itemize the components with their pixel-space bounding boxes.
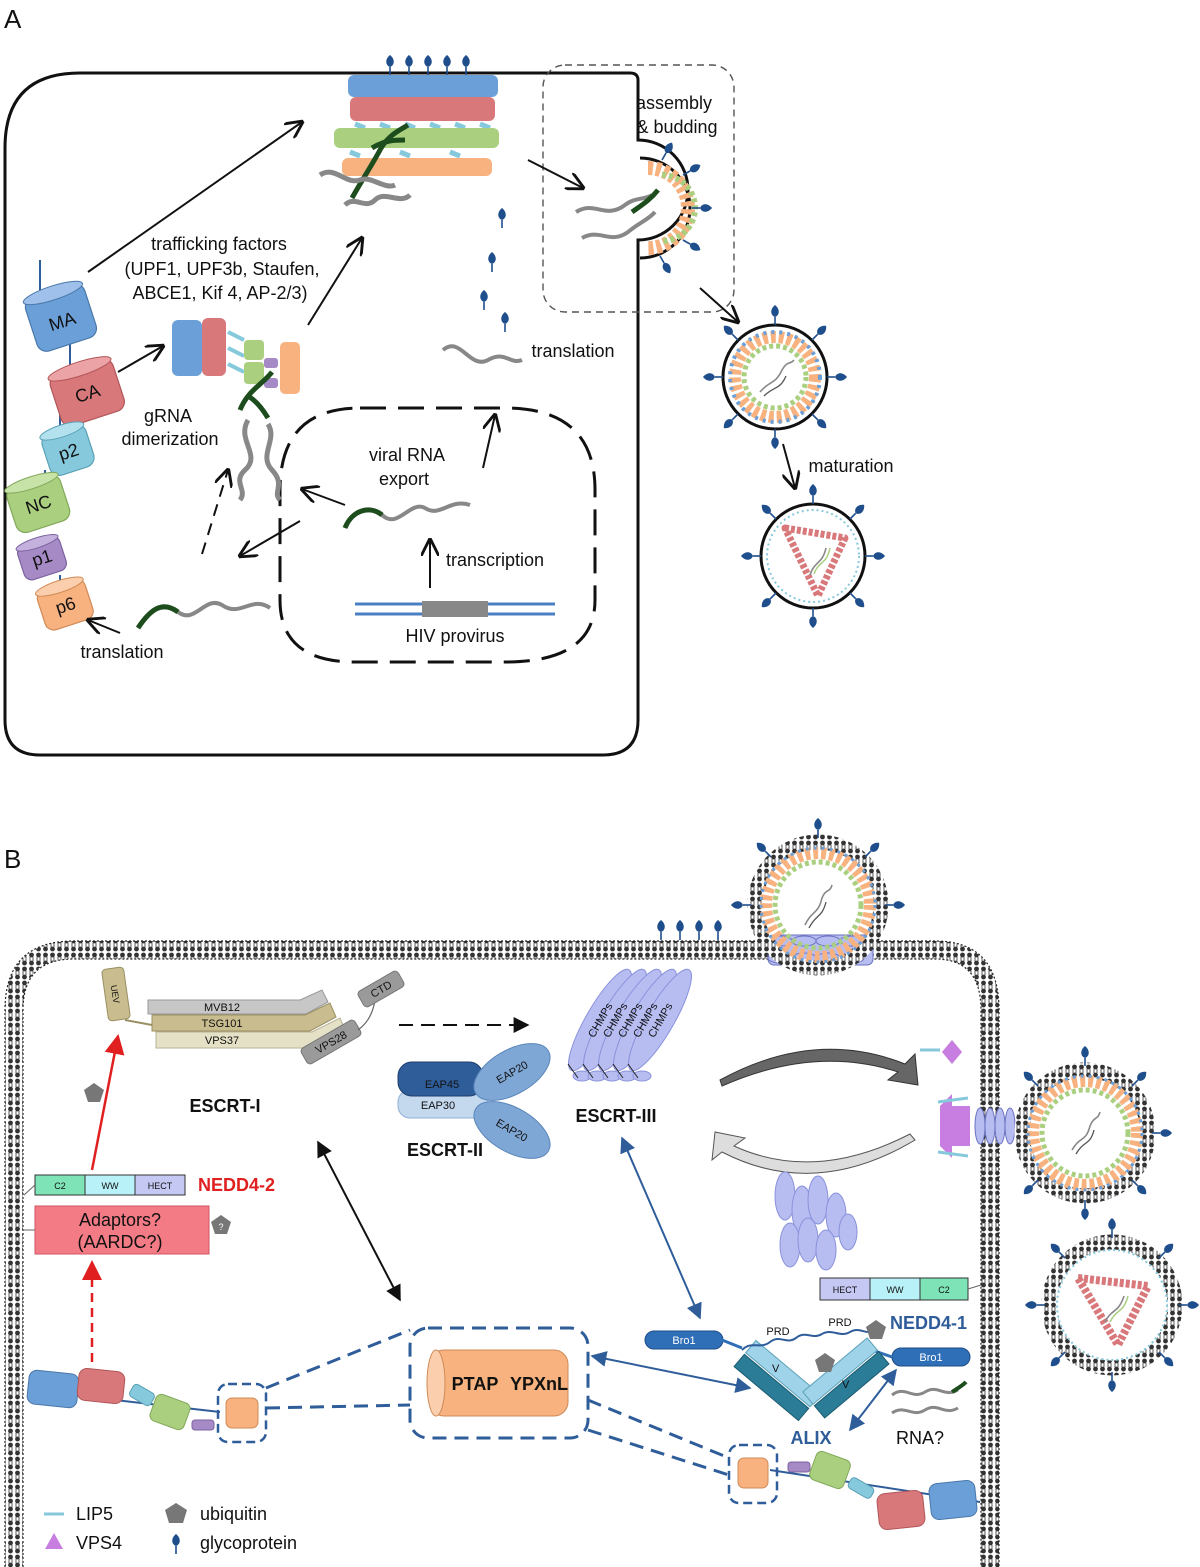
- glycoprotein-legend-icon: [171, 1533, 181, 1555]
- nedd4-1-complex: HECT WW C2 NEDD4-1: [819, 1277, 982, 1333]
- nucleus: [278, 406, 597, 664]
- adaptors-question-mark: ?: [218, 1222, 223, 1232]
- p1-domain: p1: [15, 533, 68, 581]
- dimerization-label-1: gRNA: [144, 406, 192, 426]
- trafficking-label-1: trafficking factors: [151, 234, 287, 254]
- gag-polyprotein: MA CA p2 NC p1: [4, 260, 125, 631]
- legend-lip5: LIP5: [76, 1504, 113, 1524]
- panel-b: B: [4, 817, 1200, 1567]
- alix-bro1-left-label: Bro1: [672, 1335, 695, 1347]
- legend-ubiquitin: ubiquitin: [200, 1504, 267, 1524]
- translation-label-bottom: translation: [80, 642, 163, 662]
- escrt-ii-label: ESCRT-II: [407, 1140, 483, 1160]
- nedd4-2-complex: C2 WW HECT NEDD4-2 Adaptors? (AARDC?) ?: [23, 1083, 275, 1255]
- nedd4-1-title: NEDD4-1: [890, 1313, 967, 1333]
- adaptors-label-2: (AARDC?): [77, 1232, 162, 1252]
- dimerization-label-2: dimerization: [121, 429, 218, 449]
- gag-lattice: [318, 54, 499, 208]
- legend: LIP5 VPS4 ubiquitin glycoprotein: [44, 1503, 297, 1555]
- immature-virion: [702, 304, 848, 450]
- rna-export: [343, 501, 471, 529]
- nedd4-1-c2-label: C2: [938, 1285, 950, 1295]
- panel-a-letter: A: [4, 4, 22, 34]
- nedd4-1-ww-label: WW: [887, 1285, 904, 1295]
- gag-right: [727, 1443, 981, 1531]
- alix-title: ALIX: [790, 1428, 831, 1448]
- panel-a: A: [3, 4, 894, 757]
- escrt-iii-complex: CHMPs CHMPs CHMPs CHMPs CHMPs ESCRT-III: [567, 968, 692, 1126]
- assembly-label-2: & budding: [636, 117, 717, 137]
- vps4-legend-icon: [45, 1533, 63, 1549]
- released-mature-virion-b: [1024, 1217, 1200, 1393]
- free-glycoproteins: [479, 207, 510, 333]
- alix-complex: Bro1 Bro1 V V PRD PRD ALIX: [644, 1317, 971, 1448]
- mature-virion: [740, 483, 886, 629]
- escrt-i-label: ESCRT-I: [189, 1096, 260, 1116]
- nedd4-2-hect-label: HECT: [148, 1181, 173, 1191]
- nedd4-1-hect-label: HECT: [833, 1285, 858, 1295]
- maturation-label: maturation: [808, 456, 893, 476]
- vps4-lip5-complex: [920, 1040, 1016, 1158]
- panel-a-arrows: [88, 122, 795, 633]
- released-immature-virion-b: [1014, 1045, 1173, 1221]
- uev-label: UEV: [108, 984, 121, 1004]
- late-domain-zoom: PTAP YPXnL: [408, 1326, 590, 1440]
- trafficking-label-2: (UPF1, UPF3b, Staufen,: [124, 259, 319, 279]
- ma-domain: MA: [22, 280, 98, 352]
- panel-b-arrows: [82, 1017, 897, 1477]
- eap30-label: EAP30: [421, 1100, 455, 1112]
- membrane-glycoproteins-b: [656, 919, 723, 941]
- hiv-provirus: [355, 601, 555, 617]
- ca-domain: CA: [47, 356, 125, 427]
- rna-translation-top: [441, 344, 523, 364]
- export-label-1: viral RNA: [369, 445, 445, 465]
- ubiquitin-legend-icon: [165, 1503, 187, 1523]
- ptap-motif-label: PTAP: [452, 1374, 499, 1394]
- transcription-label: transcription: [446, 550, 544, 570]
- trafficking-label-3: ABCE1, Kif 4, AP-2/3): [132, 283, 307, 303]
- provirus-label: HIV provirus: [405, 626, 504, 646]
- panel-b-letter: B: [4, 844, 21, 874]
- eap45-label: EAP45: [425, 1079, 459, 1091]
- vps37-label: VPS37: [205, 1035, 239, 1047]
- alix-bro1-right-label: Bro1: [919, 1352, 942, 1364]
- rna-question-label: RNA?: [896, 1428, 944, 1448]
- budding-virion-b: [730, 817, 906, 976]
- disassembled-chmps: [774, 1171, 858, 1271]
- mvb12-label: MVB12: [204, 1002, 240, 1014]
- nc-domain: NC: [4, 471, 71, 534]
- cell-membrane: [3, 71, 690, 757]
- assembly-box: [542, 64, 735, 313]
- alix-prd-left-label: PRD: [766, 1326, 789, 1338]
- escrt-i-complex: UEV MVB12 TSG101 VPS37 VPS28 CTD ESCRT-I: [101, 966, 405, 1116]
- translation-label-top: translation: [531, 341, 614, 361]
- gag-rna-dimer: [172, 318, 300, 502]
- alix-v-right-label: V: [842, 1379, 850, 1391]
- legend-vps4: VPS4: [76, 1533, 122, 1553]
- budding-particle: [574, 140, 713, 276]
- escrt-ii-complex: EAP45 EAP30 EAP20 EAP20 ESCRT-II: [397, 1043, 551, 1160]
- cell-bilayer: [5, 941, 999, 1567]
- nedd4-2-ww-label: WW: [102, 1181, 119, 1191]
- gag-left: [26, 1367, 268, 1444]
- nedd4-2-title: NEDD4-2: [198, 1175, 275, 1195]
- ubiquitin-icon: [84, 1083, 104, 1102]
- rna-binding: RNA?: [891, 1380, 968, 1448]
- alix-v-left-label: V: [772, 1363, 780, 1375]
- escrt-iii-label: ESCRT-III: [575, 1106, 656, 1126]
- p2-domain: p2: [39, 421, 95, 477]
- ypxnl-motif-label: YPXnL: [510, 1374, 568, 1394]
- export-label-2: export: [379, 469, 429, 489]
- nedd4-2-c2-label: C2: [54, 1181, 66, 1191]
- adaptors-label-1: Adaptors?: [79, 1210, 161, 1230]
- recycling-arrows: [711, 1048, 919, 1174]
- alix-prd-right-label: PRD: [828, 1317, 851, 1329]
- assembly-label-1: assembly: [636, 93, 712, 113]
- p6-domain: p6: [35, 576, 94, 631]
- tsg101-label: TSG101: [202, 1018, 243, 1030]
- legend-glycoprotein: glycoprotein: [200, 1533, 297, 1553]
